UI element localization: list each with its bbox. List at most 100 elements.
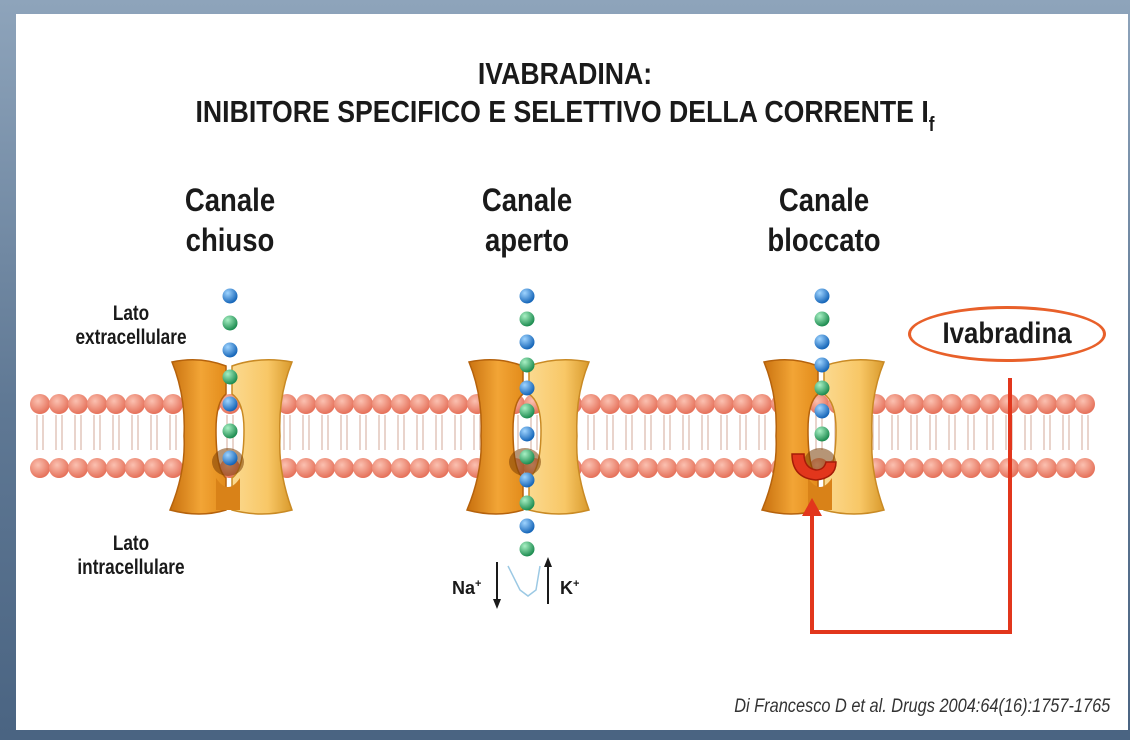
ion-bead-green [223, 424, 238, 439]
ion-bead-blue [815, 289, 830, 304]
lipid-head [961, 394, 981, 414]
ion-bead-blue [520, 289, 535, 304]
lipid-head [752, 394, 772, 414]
ion-bead-blue [520, 519, 535, 534]
lipid-head [429, 394, 449, 414]
lipid-head [125, 394, 145, 414]
ivabradine-label: Ivabradina [942, 317, 1071, 351]
lipid-head [714, 394, 734, 414]
lipid-head [676, 458, 696, 478]
lipid-head [695, 394, 715, 414]
ion-bead-blue [223, 397, 238, 412]
ion-bead-green [520, 542, 535, 557]
channel-subunit-left [467, 360, 523, 514]
lipid-head [144, 394, 164, 414]
ion-flow-loop [508, 566, 540, 596]
lipid-head [1075, 458, 1095, 478]
ion-bead-blue [520, 335, 535, 350]
lipid-head [410, 394, 430, 414]
lipid-head [334, 394, 354, 414]
sodium-symbol: Na [452, 578, 475, 598]
lipid-head [1018, 458, 1038, 478]
lipid-head [1056, 394, 1076, 414]
lipid-head [410, 458, 430, 478]
lipid-head [733, 394, 753, 414]
ion-bead-green [520, 312, 535, 327]
lipid-head [714, 458, 734, 478]
ion-bead-green [815, 312, 830, 327]
lipid-head [87, 458, 107, 478]
ion-bead-green [520, 450, 535, 465]
lipid-head [296, 458, 316, 478]
lipid-head [752, 458, 772, 478]
ion-bead-blue [223, 451, 238, 466]
channel-gate [216, 478, 240, 510]
ion-bead-blue [223, 289, 238, 304]
lipid-head [429, 458, 449, 478]
ion-flow-arrows [497, 562, 548, 604]
lipid-head [163, 458, 183, 478]
lipid-head [49, 394, 69, 414]
lipid-head [961, 458, 981, 478]
lipid-head [1056, 458, 1076, 478]
ivabradine-label-oval: Ivabradina [908, 306, 1106, 362]
lipid-head [942, 458, 962, 478]
lipid-head [600, 394, 620, 414]
potassium-ion-label: K+ [560, 578, 579, 599]
lipid-head [334, 458, 354, 478]
lipid-head [30, 458, 50, 478]
sodium-charge: + [475, 578, 481, 590]
ion-bead-blue [520, 427, 535, 442]
ion-bead-green [520, 496, 535, 511]
lipid-head [657, 394, 677, 414]
lipid-head [676, 394, 696, 414]
ion-bead-blue [815, 335, 830, 350]
lipid-head [904, 394, 924, 414]
lipid-head [448, 394, 468, 414]
lipid-head [144, 458, 164, 478]
lipid-head [163, 394, 183, 414]
sodium-ion-label: Na+ [452, 578, 481, 599]
lipid-head [638, 394, 658, 414]
lipid-head [30, 394, 50, 414]
citation: Di Francesco D et al. Drugs 2004:64(16):… [734, 696, 1110, 718]
extracellular-label: Lato extracellulare [61, 302, 200, 350]
lipid-head [87, 394, 107, 414]
ion-bead-blue [815, 358, 830, 373]
lipid-head [581, 394, 601, 414]
intracellular-label: Lato intracellulare [61, 532, 200, 580]
lipid-head [1018, 394, 1038, 414]
lipid-head [904, 458, 924, 478]
lipid-head [372, 458, 392, 478]
lipid-head [315, 394, 335, 414]
ion-bead-green [520, 404, 535, 419]
intracellular-label-line1: Lato [61, 532, 200, 556]
lipid-head [353, 458, 373, 478]
ion-bead-blue [223, 343, 238, 358]
lipid-head [885, 394, 905, 414]
lipid-head [581, 458, 601, 478]
ion-bead-blue [520, 381, 535, 396]
lipid-head [68, 394, 88, 414]
lipid-head [638, 458, 658, 478]
ion-channels [170, 289, 884, 557]
lipid-head [296, 394, 316, 414]
lipid-head [448, 458, 468, 478]
lipid-head [1037, 394, 1057, 414]
lipid-head [695, 458, 715, 478]
lipid-head [980, 394, 1000, 414]
channel-subunit-right [824, 360, 884, 514]
lipid-head [619, 394, 639, 414]
lipid-head [353, 394, 373, 414]
lipid-head [657, 458, 677, 478]
lipid-head [391, 458, 411, 478]
lipid-head [49, 458, 69, 478]
lipid-head [923, 394, 943, 414]
ion-bead-green [815, 427, 830, 442]
ion-bead-blue [815, 404, 830, 419]
ion-bead-green [815, 381, 830, 396]
lipid-head [125, 458, 145, 478]
lipid-head [923, 458, 943, 478]
lipid-head [600, 458, 620, 478]
